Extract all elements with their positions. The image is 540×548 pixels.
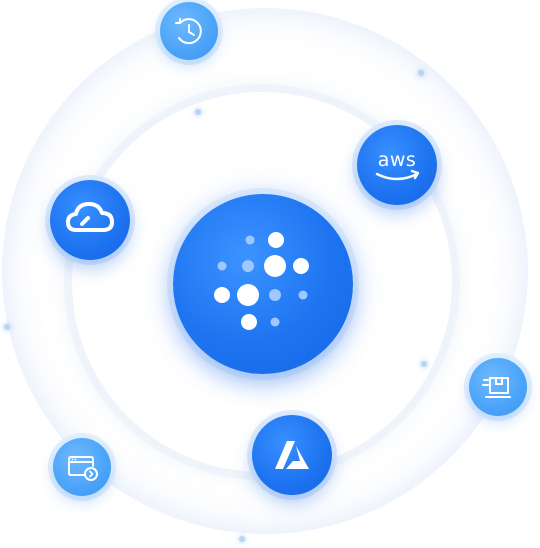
- package-box-icon: [482, 377, 511, 398]
- cloud-logo-icon: [66, 202, 114, 232]
- clock-history-icon: [175, 18, 202, 45]
- browser-window-icon: [68, 456, 98, 481]
- package-node[interactable]: [469, 358, 527, 416]
- aws-smile-icon: [375, 169, 420, 181]
- orbit-dot: [418, 70, 424, 76]
- browser-window-node[interactable]: [53, 438, 111, 496]
- azure-node[interactable]: [252, 415, 332, 495]
- azure-logo-icon: [275, 441, 309, 469]
- aws-node[interactable]: aws: [357, 125, 437, 205]
- clock-history-node[interactable]: [160, 2, 218, 60]
- dot-grid-logo-icon: [214, 232, 309, 330]
- cloud-node[interactable]: [50, 180, 130, 260]
- central-hub-logo: [173, 194, 353, 374]
- orbit-dot: [4, 324, 10, 330]
- orbit-dot: [239, 536, 245, 542]
- orbit-dot: [195, 109, 201, 115]
- aws-logo-icon: aws: [377, 149, 417, 171]
- orbit-dot: [421, 361, 427, 367]
